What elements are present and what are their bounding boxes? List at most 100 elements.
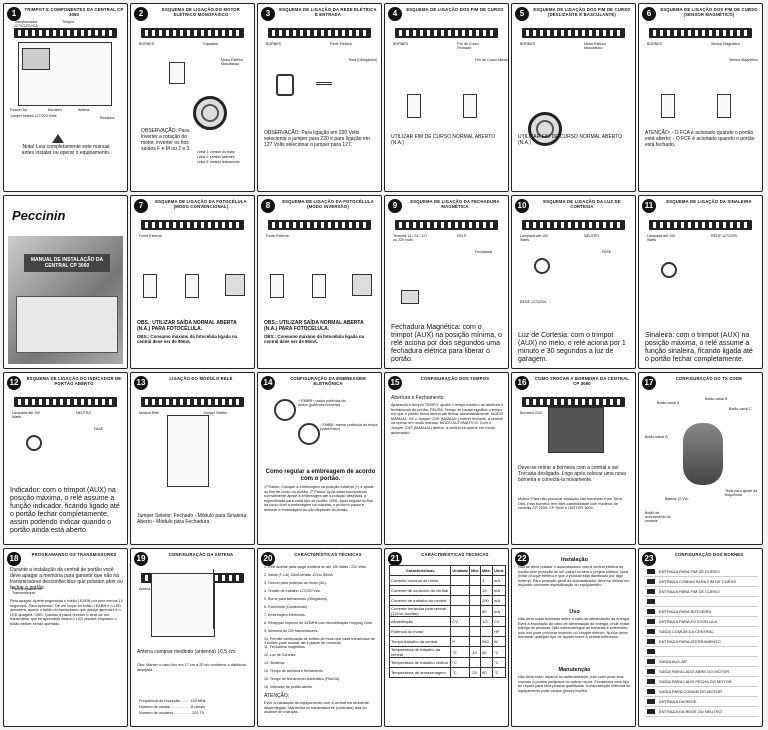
panel-note: Antena comprar medindo (antenna) 16,5 cm: [137, 649, 236, 655]
diagram-label: Motor Elétrico Monofásico: [584, 42, 607, 51]
diagram-label: Para programar os Transmissores: [12, 587, 42, 596]
legend-line: Linha 1: comum do motor: [197, 150, 236, 154]
panel-note-secondary: OBS.: Consumo máximo da fotocélula ligad…: [137, 334, 238, 344]
panel-body-text: Obs: Manter o cabo fixo em 17 cm a 20 cm…: [137, 663, 246, 672]
terminal-strip: [522, 28, 625, 38]
clutch-trimpot-min: [298, 423, 320, 445]
table-cell: mA: [492, 595, 506, 606]
panel-note: Como regular a embreagem de acordo com o…: [265, 469, 376, 482]
table-cell: CV: [450, 616, 471, 627]
photocell-receiver: [312, 274, 326, 298]
panel-title: ESQUEMA DE LIGAÇÃO DOS FIM DE CURSO (SEN…: [660, 7, 758, 17]
magnetic-lock: [401, 290, 419, 304]
table-cell: CV: [492, 616, 506, 627]
table-cell: mA: [492, 585, 506, 596]
external-power-supply: [352, 274, 372, 296]
antenna-board: [151, 573, 215, 637]
component-label: Trimpot: [62, 20, 75, 24]
diagram-label: Tensões 12 / 24 / 127 ou 220 Volts: [393, 234, 428, 243]
clutch-label: + EMBR+ maior potência do motor (potênci…: [298, 399, 346, 408]
spec-item: 15. Tempo de fechamento automático (PAUS…: [264, 677, 341, 681]
spec-item: 9. Memória de 200 transmissores.: [264, 629, 319, 633]
table-cell: [469, 636, 482, 647]
panel-number: 14: [261, 376, 275, 390]
table-cell: °C: [450, 657, 471, 668]
table-cell: 200: [480, 595, 493, 606]
panel-note: Fechadura Magnética: com o trimpot (AUX)…: [391, 324, 502, 363]
terminal-item: [645, 597, 758, 607]
remote-label: Tecla para ajuste da frequência: [725, 489, 758, 498]
table-cell: 550: [480, 636, 493, 647]
terminal-item: ENTRADA PARA FOTOCÉLULA: [645, 617, 758, 627]
terminal-strip: [141, 397, 244, 407]
panel-body-text: Motivo: Para não provocar oxidação nas b…: [518, 497, 624, 511]
panel-title: ESQUEMA DE LIGAÇÃO DA REDE ELÉTRICA E EN…: [279, 7, 377, 17]
warning-icon: [52, 134, 64, 143]
panel-title: ESQUEMA DE LIGAÇÃO DA SINALEIRA: [666, 199, 752, 204]
table-cell: Corrente nominal do motor: [388, 575, 452, 586]
panel-note: Deve-se retirar a borneira com a central…: [518, 465, 626, 483]
terminal-strip: [141, 220, 244, 230]
limit-switch-open: [407, 94, 421, 118]
section-heading: Instalação: [561, 557, 588, 563]
limit-switch-closed: [463, 94, 477, 118]
panel-title: ESQUEMA DE LIGAÇÃO DO MOTOR ELÉTRICO MON…: [162, 7, 240, 17]
spec-item: 7. Embreagem Eletrônica.: [264, 613, 306, 617]
terminal-strip: [268, 220, 371, 230]
panel-title: CONFIGURAÇÃO DOS TEMPOS: [420, 376, 490, 381]
clutch-trimpot-max: [274, 399, 296, 421]
relay-module: [167, 415, 209, 487]
panel-number: 5: [515, 7, 529, 21]
terminal-item: SAÍDA PARA LADO ABRE DO MOTOR: [645, 667, 758, 677]
panel-number: 18: [7, 552, 21, 566]
panel-title: COMO TROCAR A BORNEIRA DA CENTRAL CP 306…: [534, 376, 630, 386]
spec-item: 16. Indicador de portão aberto.: [264, 685, 314, 689]
diagram-label: Sensor Magnético: [729, 58, 758, 62]
diagram-label: Terra (Obrigatório): [348, 58, 378, 62]
photocell-emitter: [143, 274, 157, 298]
spec-item: 12. Luz de Cortesia.: [264, 653, 297, 657]
circuit-board: [18, 42, 112, 106]
panel-title: CARACTERÍSTICAS TÉCNICAS: [294, 552, 362, 557]
diagram-label: Sensor Magnético: [711, 42, 740, 46]
spec-item: 5. Borne para aterramento (Obrigatório).: [264, 597, 329, 601]
spec-item: 6. Fotocélula (Condicional).: [264, 605, 308, 609]
table-cell: -10: [469, 646, 482, 658]
diagram-label: Capacitor: [203, 42, 219, 46]
table-cell: [469, 626, 482, 637]
legend-line: Linha 2: sentido abertura: [197, 155, 235, 159]
panel-number: 1: [7, 7, 21, 21]
diagram-label: Fechadura: [475, 250, 493, 254]
table-cell: [480, 657, 493, 668]
spec-item: 10. Permite combinação de botões de modo…: [264, 637, 375, 646]
diagram-label: FASE: [602, 250, 612, 254]
panel-number: 2: [134, 7, 148, 21]
table-cell: [450, 575, 471, 586]
terminal-item: ENTRADA PARA ATERRAMENTO: [645, 637, 758, 647]
spec-item: 3. Fusível para proteção do motor (5A).: [264, 581, 327, 585]
panel-body-text: Ajustando o trimpot TEMPO, ajuste o temp…: [391, 403, 504, 435]
circuit-board-illustration: [16, 296, 118, 353]
table-cell: °C: [492, 646, 506, 658]
panel-number: 7: [134, 199, 148, 213]
table-cell: [469, 605, 482, 617]
table-cell: °C: [450, 667, 471, 678]
table-cell: [450, 595, 471, 606]
diagram-label: Lâmpada até 100 Watts: [520, 234, 548, 243]
table-cell: P: [450, 636, 471, 647]
diagram-label: BORNES: [647, 42, 663, 46]
panel-note: Indicador: com o trimpot (AUX) na posiçã…: [10, 487, 120, 534]
clutch-label: - EMBR- menor potência do motor (mais fr…: [320, 423, 378, 432]
